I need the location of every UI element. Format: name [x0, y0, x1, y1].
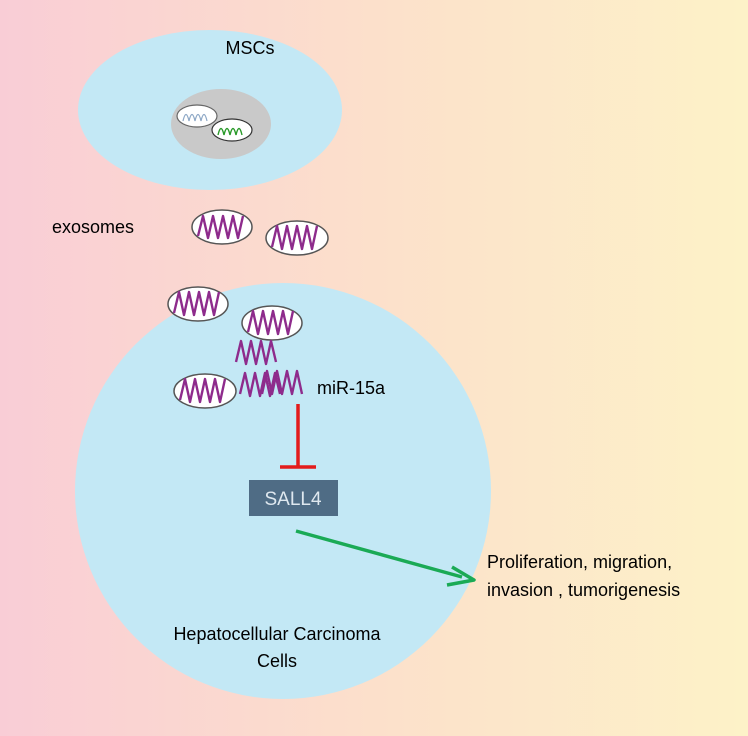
- nucleus-exosome-icon: [176, 104, 218, 128]
- activation-arrow-icon: [295, 529, 476, 587]
- sall4-box: [249, 480, 338, 516]
- inhibition-arrow-icon: [280, 404, 316, 469]
- exosome-icon: [173, 373, 237, 409]
- mirna-wave-icon: [260, 369, 304, 396]
- outcome-label-line1: Proliferation, migration,: [487, 552, 672, 572]
- mirna-wave-icon: [238, 371, 282, 398]
- mirna-wave-icon: [234, 339, 278, 366]
- sall4-label: SALL4: [264, 489, 321, 510]
- nucleus-exosome-icon: [211, 118, 253, 142]
- exosome-icon: [241, 305, 303, 341]
- exosome-icon: [191, 209, 253, 245]
- outcome-label-line2: invasion , tumorigenesis: [487, 580, 680, 600]
- mirna-label: miR-15a: [317, 378, 386, 398]
- exosome-icon: [167, 286, 229, 322]
- exosome-icon: [265, 220, 329, 256]
- hcc-label-line2: Cells: [257, 651, 297, 671]
- msc-label: MSCs: [226, 38, 275, 58]
- exosomes-label: exosomes: [52, 217, 134, 237]
- hcc-label-line1: Hepatocellular Carcinoma: [173, 624, 381, 644]
